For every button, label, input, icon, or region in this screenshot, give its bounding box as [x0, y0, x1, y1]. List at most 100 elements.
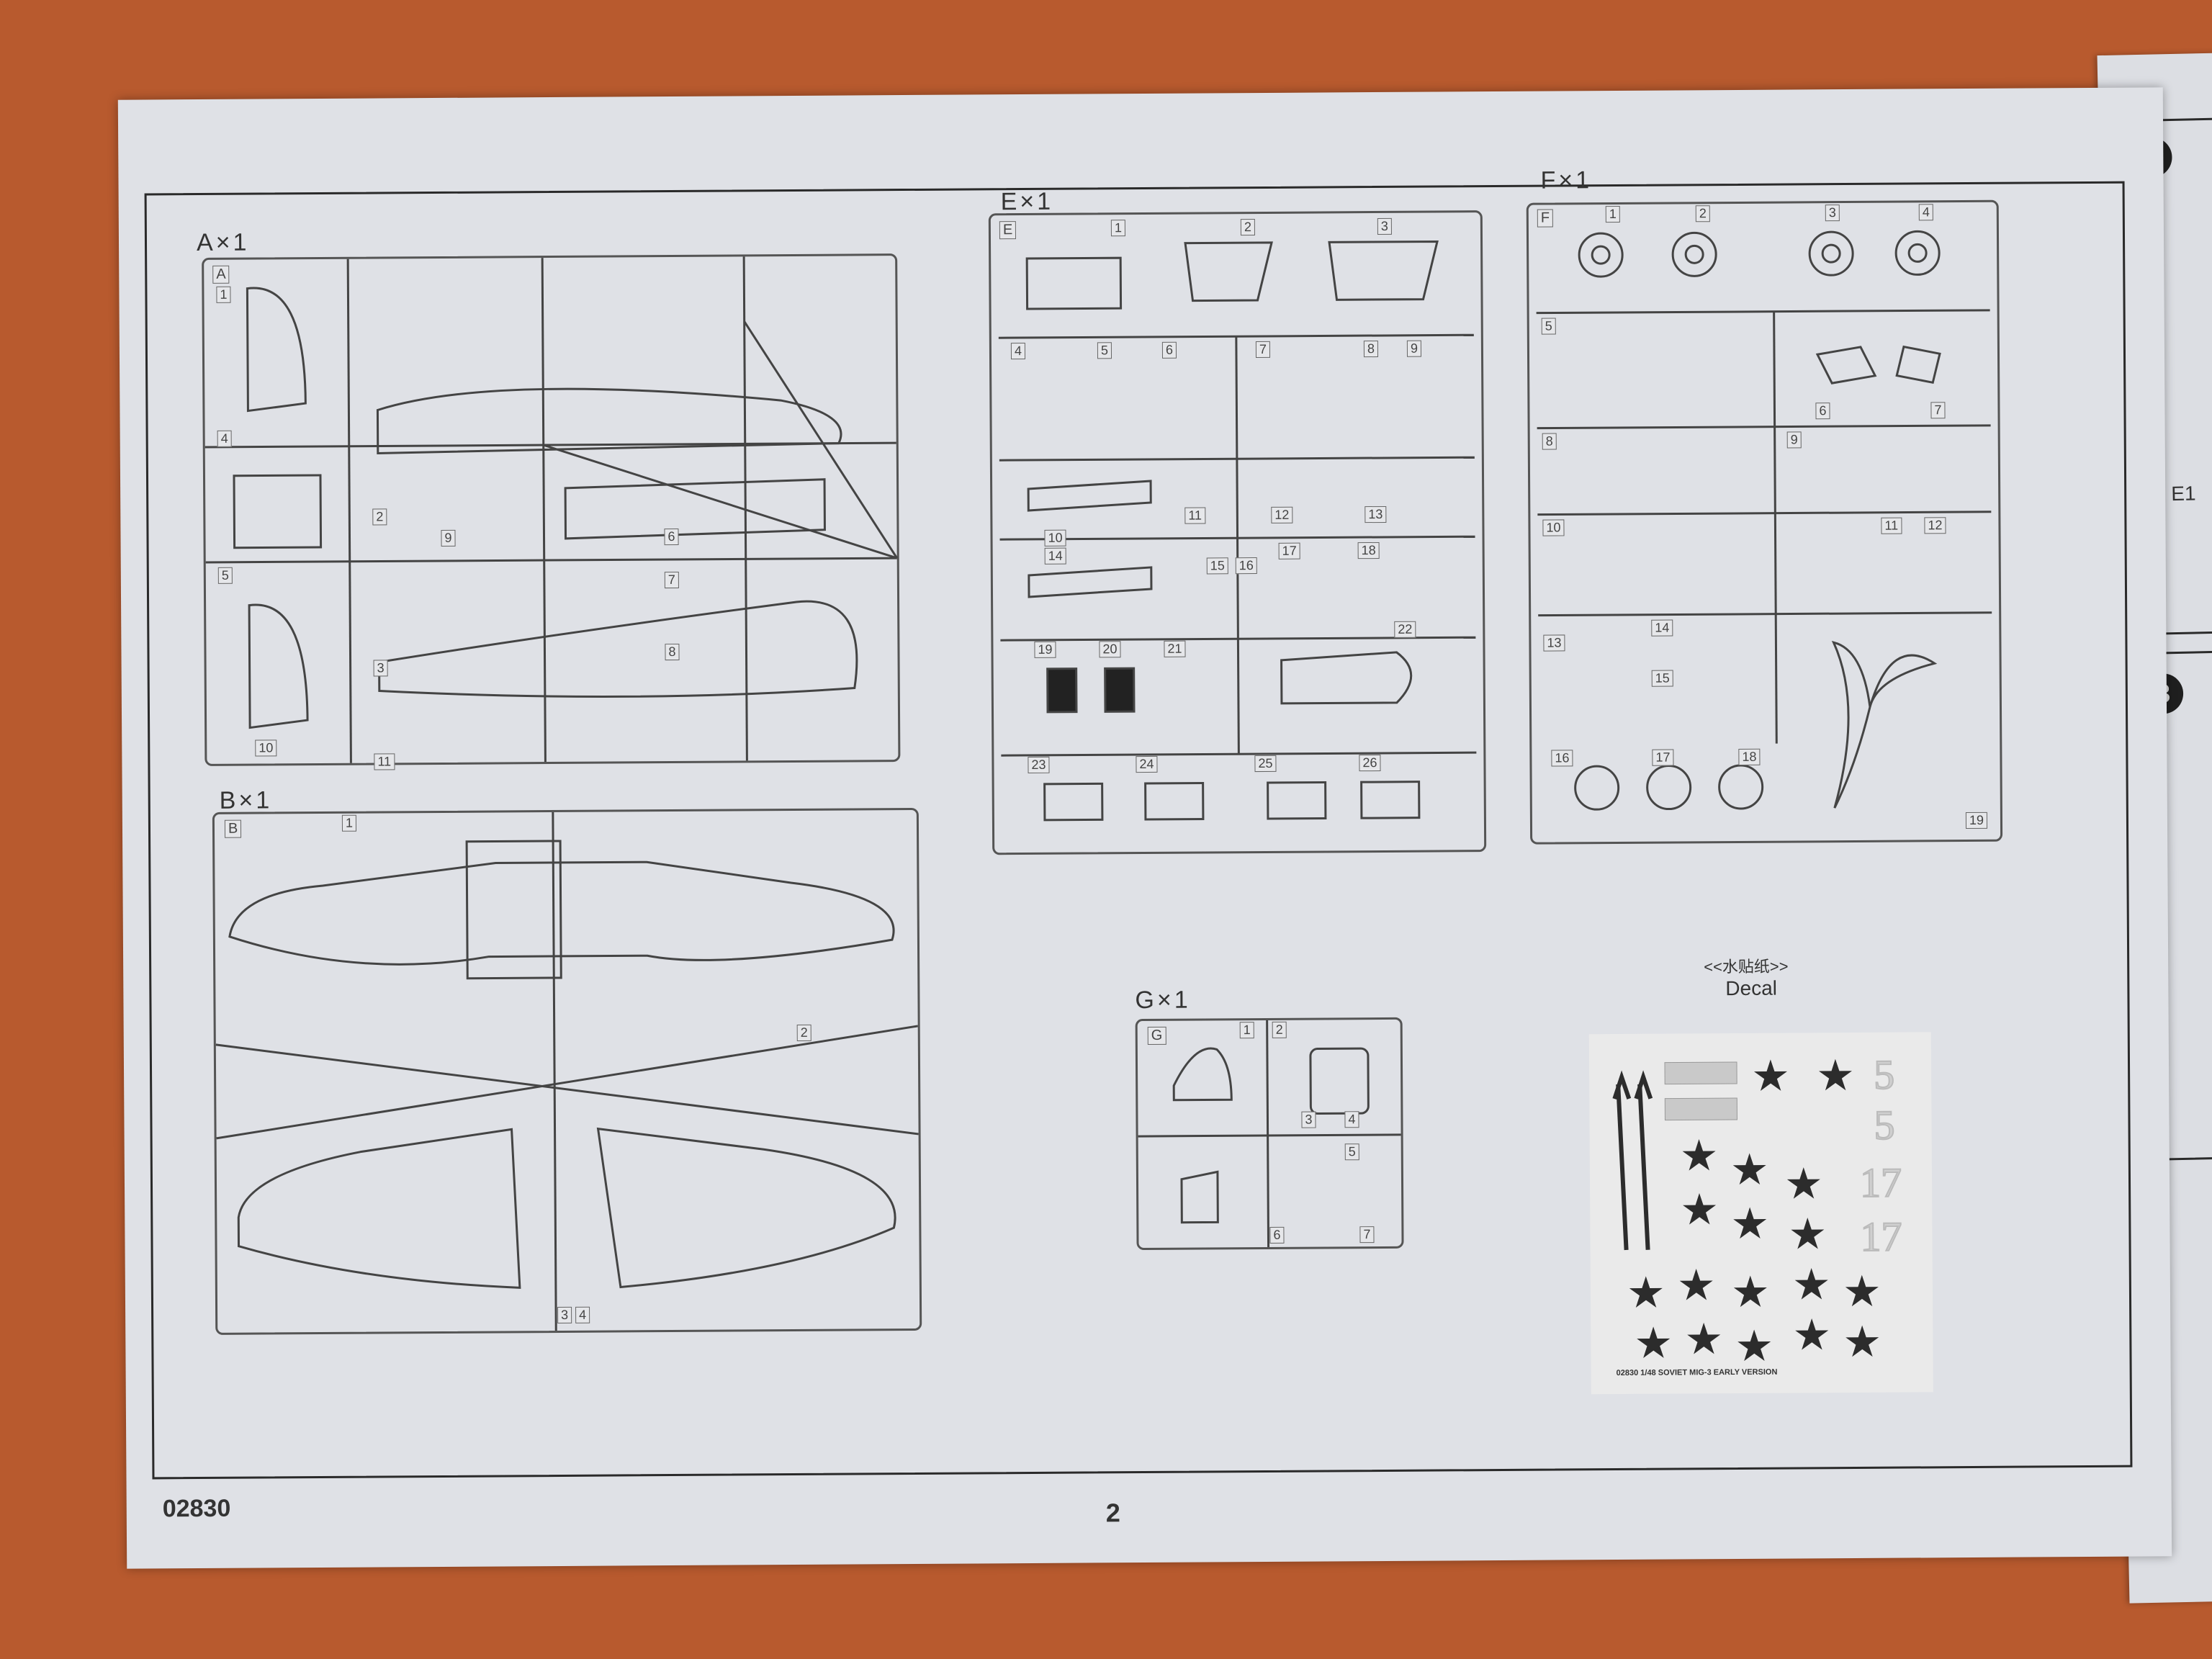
decal-star: ★ [1634, 1318, 1673, 1367]
decal-star: ★ [1788, 1210, 1827, 1259]
decal-star: ★ [1843, 1317, 1882, 1367]
part-number-g-5: 5 [1344, 1143, 1359, 1161]
part-number-e-2: 2 [1240, 219, 1255, 236]
part-number-e-1: 1 [1110, 220, 1125, 237]
sprue-e-frame: E [988, 210, 1487, 855]
part-number-f-4: 4 [1918, 204, 1933, 221]
part-number-e-25: 25 [1254, 755, 1277, 773]
part-number-a-6: 6 [664, 528, 679, 546]
sprue-a-drawing [204, 256, 898, 763]
decal-star: ★ [1784, 1159, 1824, 1208]
part-number-e-26: 26 [1359, 754, 1381, 772]
sprue-f-label: F×1 [1540, 166, 1593, 194]
part-number-e-6: 6 [1161, 341, 1177, 359]
instruction-page: A×1 A B×1 B [117, 87, 2172, 1569]
decal-caption: 02830 1/48 SOVIET MIG-3 EARLY VERSION [1616, 1367, 1778, 1378]
part-number-a-4: 4 [217, 430, 232, 447]
part-number-f-6: 6 [1815, 403, 1830, 420]
decal-star: ★ [1792, 1310, 1832, 1359]
decal-star: ★ [1815, 1051, 1856, 1100]
part-number-f-11: 11 [1881, 517, 1902, 534]
part-number-f-2: 2 [1695, 205, 1710, 222]
part-number-f-17: 17 [1652, 749, 1674, 766]
decal-star: ★ [1730, 1267, 1770, 1317]
decal-star: ★ [1684, 1315, 1724, 1364]
sprue-f-frame: F [1526, 199, 2003, 845]
decal-star: ★ [1750, 1051, 1791, 1100]
part-number-e-22: 22 [1394, 621, 1416, 638]
part-number-g-3: 3 [1301, 1111, 1316, 1128]
part-number-e-14: 14 [1044, 547, 1066, 565]
part-number-e-9: 9 [1406, 340, 1422, 357]
part-number-e-4: 4 [1010, 343, 1026, 360]
sprue-a-label: A×1 [196, 228, 250, 257]
sprue-b-drawing [215, 812, 919, 1331]
part-number-b-4: 4 [575, 1306, 590, 1323]
part-number-b-3: 3 [557, 1306, 572, 1323]
page-number: 2 [1105, 1498, 1120, 1528]
sprue-g-drawing [1138, 1020, 1401, 1247]
part-ref-e1: E1 [2170, 482, 2196, 505]
product-code: 02830 [162, 1494, 231, 1523]
decal-number: 17 [1859, 1159, 1902, 1207]
part-number-g-6: 6 [1269, 1226, 1285, 1244]
part-number-e-18: 18 [1357, 542, 1380, 559]
part-number-a-10: 10 [255, 739, 277, 757]
part-number-f-16: 16 [1551, 750, 1573, 767]
sprue-e-drawing [998, 240, 1477, 822]
sprue-g-frame: G [1135, 1017, 1404, 1251]
decal-star: ★ [1735, 1321, 1774, 1371]
decal-star: ★ [1626, 1268, 1665, 1317]
part-number-e-10: 10 [1044, 529, 1066, 547]
part-number-a-7: 7 [664, 571, 679, 589]
decal-star: ★ [1730, 1145, 1769, 1195]
part-number-a-2: 2 [372, 508, 387, 526]
part-number-b-1: 1 [341, 814, 357, 832]
part-number-e-11: 11 [1184, 507, 1206, 524]
sprue-b-label: B×1 [219, 786, 273, 814]
decal-star: ★ [1842, 1267, 1881, 1316]
part-number-e-13: 13 [1364, 505, 1387, 523]
part-number-g-1: 1 [1239, 1022, 1254, 1039]
decal-number: 5 [1873, 1051, 1895, 1099]
part-number-e-23: 23 [1028, 756, 1050, 773]
decal-title-en: Decal [1725, 976, 1778, 1000]
part-number-g-4: 4 [1344, 1111, 1359, 1128]
part-number-f-8: 8 [1542, 433, 1557, 450]
part-number-a-8: 8 [665, 643, 680, 661]
part-number-f-7: 7 [1930, 402, 1946, 419]
part-number-f-15: 15 [1651, 670, 1673, 687]
sprue-g-label: G×1 [1135, 986, 1191, 1015]
part-number-f-1: 1 [1605, 205, 1620, 223]
part-number-e-3: 3 [1377, 217, 1392, 235]
part-number-e-8: 8 [1363, 341, 1379, 358]
part-number-e-16: 16 [1235, 557, 1257, 575]
decal-number: 5 [1873, 1101, 1895, 1149]
part-number-f-18: 18 [1738, 748, 1761, 765]
part-number-a-5: 5 [217, 567, 233, 584]
decal-star: ★ [1680, 1185, 1719, 1234]
decal-star: ★ [1676, 1261, 1716, 1310]
part-number-f-3: 3 [1825, 204, 1840, 222]
sprue-e-label: E×1 [1000, 187, 1054, 216]
part-number-b-2: 2 [796, 1024, 811, 1041]
part-number-a-3: 3 [373, 660, 388, 677]
part-number-e-12: 12 [1271, 506, 1293, 523]
part-number-e-19: 19 [1034, 641, 1056, 658]
part-number-g-7: 7 [1359, 1226, 1375, 1244]
part-number-a-1: 1 [216, 286, 231, 303]
part-number-f-5: 5 [1541, 318, 1556, 335]
part-number-g-2: 2 [1272, 1021, 1287, 1038]
part-number-e-7: 7 [1255, 341, 1271, 359]
part-number-e-24: 24 [1136, 755, 1158, 773]
part-number-f-10: 10 [1542, 519, 1565, 536]
sprue-f-drawing [1536, 230, 1992, 811]
part-number-f-9: 9 [1786, 431, 1802, 449]
part-number-e-20: 20 [1099, 641, 1121, 658]
part-number-f-13: 13 [1543, 634, 1565, 652]
part-number-f-14: 14 [1651, 619, 1673, 637]
sprue-b-frame: B [212, 807, 922, 1335]
part-number-f-12: 12 [1924, 517, 1946, 534]
decal-star: ★ [1730, 1199, 1770, 1249]
